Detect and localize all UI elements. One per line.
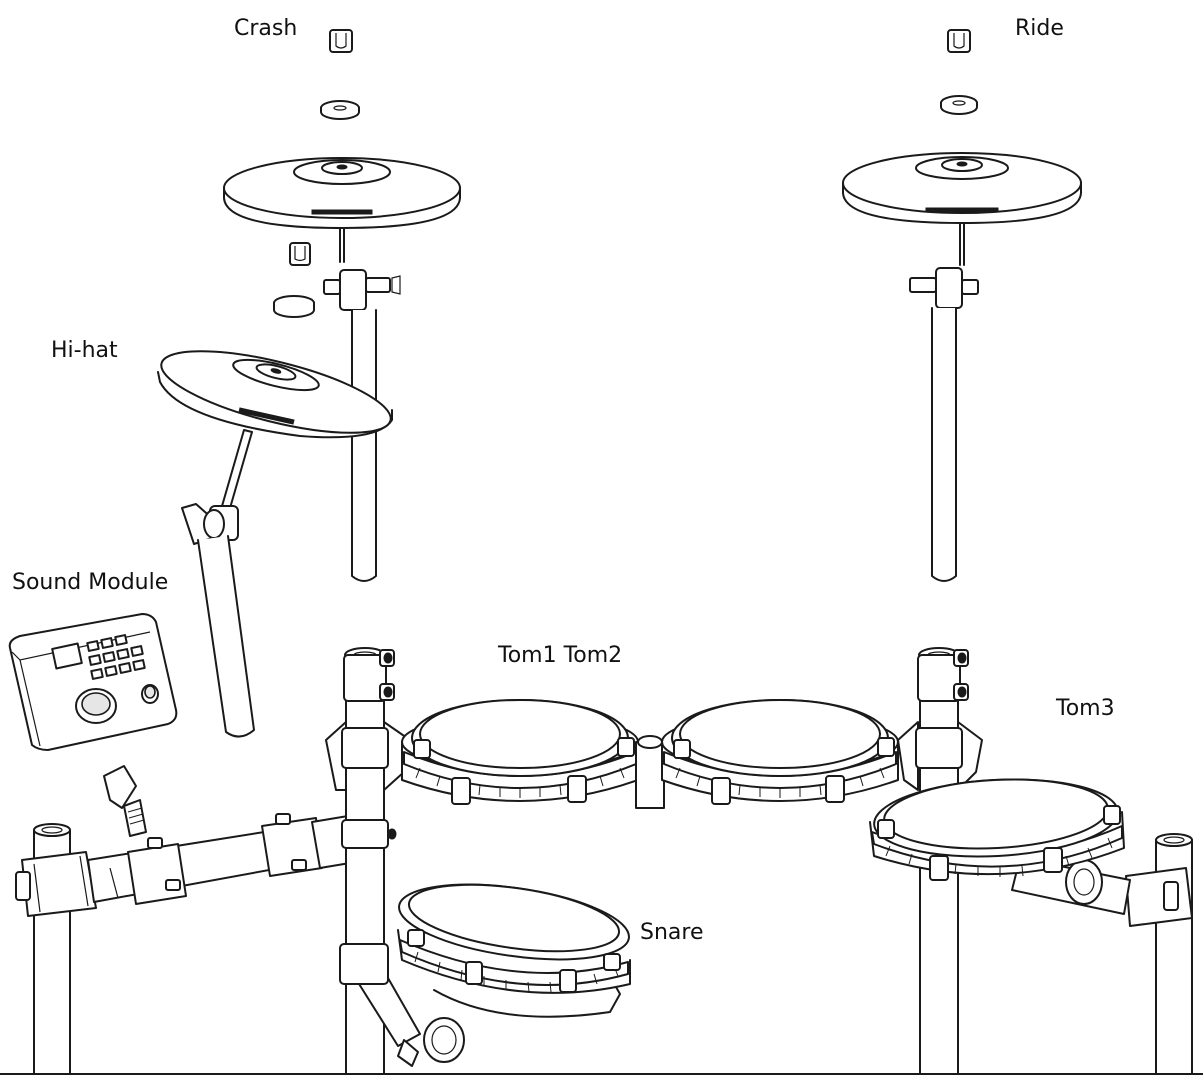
- crash-hardware-washer: [273, 295, 315, 318]
- hihat-cymbal-pad: [157, 350, 393, 439]
- hihat-assembly: [157, 350, 393, 738]
- tom1-tom2-label: Tom1 Tom2: [498, 643, 623, 668]
- sound-module-label: Sound Module: [12, 570, 169, 595]
- hihat-arm: [197, 535, 255, 738]
- ride-cymbal-assembly: [842, 29, 1082, 582]
- crash-wingnut: [329, 29, 353, 53]
- module-mount-bracket: [103, 765, 147, 837]
- hihat-clamp: [181, 503, 239, 545]
- hihat-label: Hi-hat: [51, 338, 118, 363]
- ride-felt-washer: [940, 95, 978, 115]
- crash-label: Crash: [234, 16, 298, 41]
- snare-mount: [339, 943, 465, 1067]
- crash-cymbal-assembly: [223, 29, 461, 582]
- snare-label: Snare: [640, 920, 704, 945]
- tom-bar-connector: [635, 735, 665, 809]
- tom3-pad: [869, 778, 1125, 881]
- sound-module: [8, 613, 178, 751]
- tom3-arm: [1011, 857, 1131, 915]
- tom2-pad: [661, 699, 899, 805]
- ride-cymbal-pad: [842, 152, 1082, 224]
- tom3-label: Tom3: [1056, 696, 1115, 721]
- crash-stand-pole: [351, 309, 377, 582]
- tom1-pad: [401, 699, 639, 805]
- crash-cymbal-pad: [223, 157, 461, 229]
- crash-felt-washer: [320, 100, 360, 120]
- ride-clamp: [909, 267, 979, 309]
- right-upright-pole: [1125, 833, 1193, 1075]
- ride-stand-pole: [931, 307, 957, 582]
- ride-wingnut: [947, 29, 971, 53]
- crash-hardware-wingnut: [289, 242, 311, 266]
- snare-pad: [397, 883, 631, 1018]
- ride-label: Ride: [1015, 16, 1064, 41]
- left-pole-clamp: [15, 851, 97, 917]
- crash-clamp: [323, 269, 401, 311]
